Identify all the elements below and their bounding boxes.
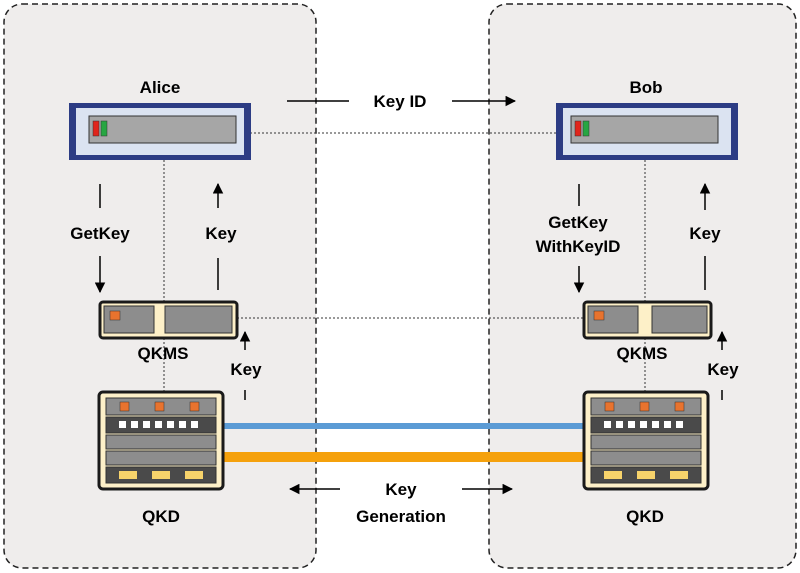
alice-qkms-device [98,300,239,340]
bob-app-box [556,103,738,160]
orange-led-icon [593,310,605,321]
bob-qkd-label: QKD [626,507,664,526]
key-gen-label-line1: Key [385,480,417,499]
bob-name-label: Bob [629,78,662,97]
alice-qkd-device [97,390,225,491]
status-led-green-icon [100,120,108,137]
dotted-links [163,132,646,392]
status-led-red-icon [574,120,582,137]
alice-qkms-label: QKMS [138,344,189,363]
alice-key-label: Key [205,224,237,243]
alice-qkms-key-label: Key [230,360,262,379]
bob-getkey-label-line2: WithKeyID [536,237,621,256]
bob-getkey-label-line1: GetKey [548,213,608,232]
bob-qkms-device [582,300,713,340]
alice-name-label: Alice [140,78,181,97]
status-led-red-icon [92,120,100,137]
bob-qkms-label: QKMS [617,344,668,363]
alice-app-box [69,103,251,160]
key-gen-label-line2: Generation [356,507,446,526]
bob-qkd-device [582,390,710,491]
alice-getkey-label: GetKey [70,224,130,243]
status-led-green-icon [582,120,590,137]
bob-key-label: Key [689,224,721,243]
bob-qkms-key-label: Key [707,360,739,379]
orange-led-icon [109,310,121,321]
key-id-label: Key ID [374,92,427,111]
alice-qkd-label: QKD [142,507,180,526]
